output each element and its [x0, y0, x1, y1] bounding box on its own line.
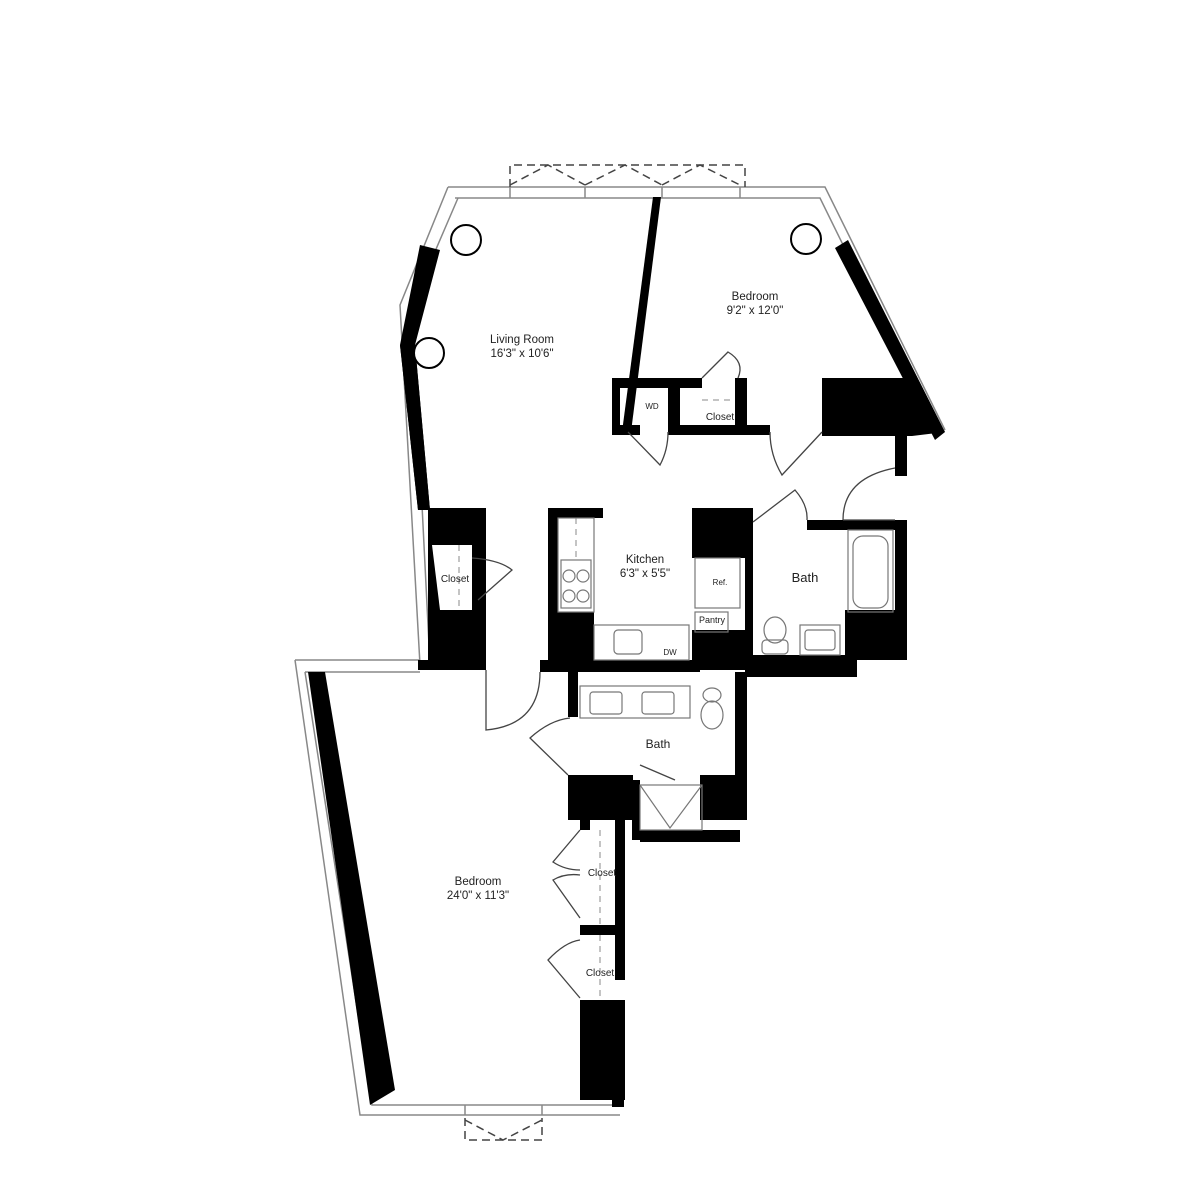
room-name: Living Room	[490, 334, 554, 346]
room-name: Bath	[645, 737, 671, 751]
closet-label-living: Closet	[440, 574, 470, 585]
room-name: Bedroom	[454, 876, 502, 888]
balcony-door-bottom	[464, 1118, 543, 1141]
washer-dryer-label: WD	[645, 402, 659, 411]
doors	[471, 351, 896, 999]
room-label-bath-2: Bath	[646, 737, 671, 752]
mullions	[464, 187, 741, 1115]
room-dimensions: 6'3" x 5'5"	[619, 568, 671, 581]
room-label-living-room: Living Room 16'3" x 10'6"	[490, 333, 554, 362]
walls	[308, 197, 945, 1107]
room-label-bedroom-2: Bedroom 24'0" x 11'3"	[447, 875, 509, 904]
room-label-bath-1: Bath	[792, 570, 819, 586]
room-dimensions: 24'0" x 11'3"	[446, 890, 510, 903]
balcony-doors-top	[509, 164, 746, 187]
dishwasher-label: DW	[663, 648, 677, 657]
closet-label-bedroom-2b: Closet	[585, 968, 615, 979]
columns	[413, 223, 822, 369]
pantry-label: Pantry	[698, 615, 726, 625]
bath-fixtures	[579, 529, 894, 831]
room-dimensions: 9'2" x 12'0"	[726, 305, 784, 318]
room-name: Bath	[791, 570, 819, 585]
room-dimensions: 16'3" x 10'6"	[490, 348, 554, 361]
refrigerator-label: Ref.	[712, 578, 728, 587]
closet-label-bedroom-2a: Closet	[587, 868, 617, 879]
room-label-bedroom-1: Bedroom 9'2" x 12'0"	[727, 290, 784, 319]
wd-closet	[640, 388, 668, 425]
room-name: Kitchen	[625, 554, 665, 566]
room-name: Bedroom	[731, 291, 779, 303]
closet-label-bedroom-1: Closet	[705, 412, 735, 423]
room-label-kitchen: Kitchen 6'3" x 5'5"	[620, 553, 670, 582]
